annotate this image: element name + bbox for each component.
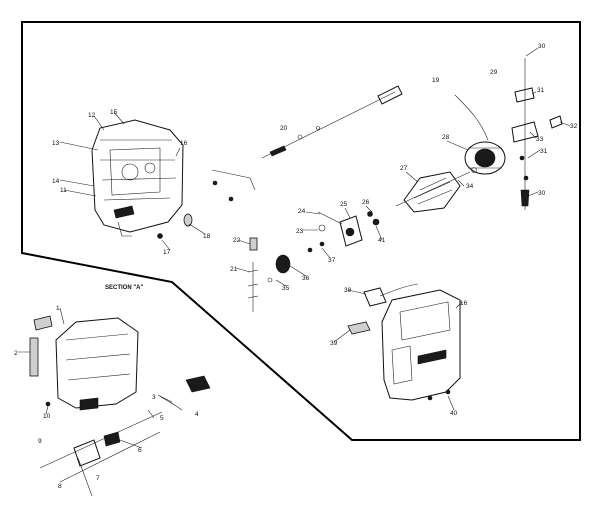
callout-16-top: 16	[180, 140, 188, 147]
callout-10: 10	[43, 413, 51, 420]
callout-15: 15	[110, 109, 118, 116]
callout-30-bottom: 30	[538, 190, 546, 197]
callout-38: 38	[344, 287, 352, 294]
main-view-border	[21, 21, 581, 441]
motor-housing-left	[91, 119, 184, 237]
callout-17: 17	[163, 249, 171, 256]
callout-22: 22	[233, 237, 241, 244]
switch-parts	[347, 283, 419, 335]
callout-7: 7	[96, 475, 100, 482]
callout-18: 18	[203, 233, 211, 240]
callout-33: 33	[536, 136, 544, 143]
field-coil	[454, 94, 506, 175]
callout-3: 3	[152, 394, 156, 401]
leader-lines	[18, 47, 571, 449]
callout-19: 19	[432, 77, 440, 84]
callout-20: 20	[280, 125, 288, 132]
handle-housing-right	[381, 289, 461, 401]
callout-labels: SECTION "A" 1 2 3 4 5 6 7 8 9 10 11 12 1…	[14, 43, 578, 490]
callout-35: 35	[282, 285, 290, 292]
callout-8: 8	[58, 483, 62, 490]
callout-9: 9	[38, 438, 42, 445]
section-a-label: SECTION "A"	[105, 285, 144, 291]
section-a-assembly	[29, 315, 211, 497]
callout-21: 21	[230, 266, 238, 273]
callout-41: 41	[378, 237, 386, 244]
callout-16-bottom: 16	[460, 300, 468, 307]
callout-28: 28	[442, 134, 450, 141]
callout-37: 37	[328, 257, 336, 264]
callout-30-top: 30	[538, 43, 546, 50]
callout-32: 32	[570, 123, 578, 130]
callout-23: 23	[296, 228, 304, 235]
callout-25: 25	[340, 201, 348, 208]
armature	[395, 167, 477, 213]
gear-assembly	[317, 211, 380, 247]
callout-14: 14	[52, 178, 60, 185]
plunger-assembly	[247, 237, 325, 312]
callout-31-upper: 31	[537, 87, 545, 94]
callout-40: 40	[450, 410, 458, 417]
callout-29: 29	[490, 69, 498, 76]
brush-holder-stack	[511, 58, 563, 210]
callout-31-lower: 31	[540, 148, 548, 155]
callout-27: 27	[400, 165, 408, 172]
housing-fittings	[157, 169, 256, 239]
callout-39: 39	[330, 340, 338, 347]
callout-36: 36	[302, 275, 310, 282]
callout-11: 11	[60, 187, 67, 194]
callout-6: 6	[138, 447, 142, 454]
callout-26: 26	[362, 199, 370, 206]
callout-2: 2	[14, 350, 18, 357]
callout-24: 24	[298, 208, 306, 215]
callout-13: 13	[52, 140, 60, 147]
callout-4: 4	[195, 411, 199, 418]
shaft-assembly	[261, 85, 403, 159]
callout-5: 5	[160, 415, 164, 422]
callout-1: 1	[56, 305, 60, 312]
callout-12: 12	[88, 112, 96, 119]
callout-34: 34	[466, 183, 474, 190]
